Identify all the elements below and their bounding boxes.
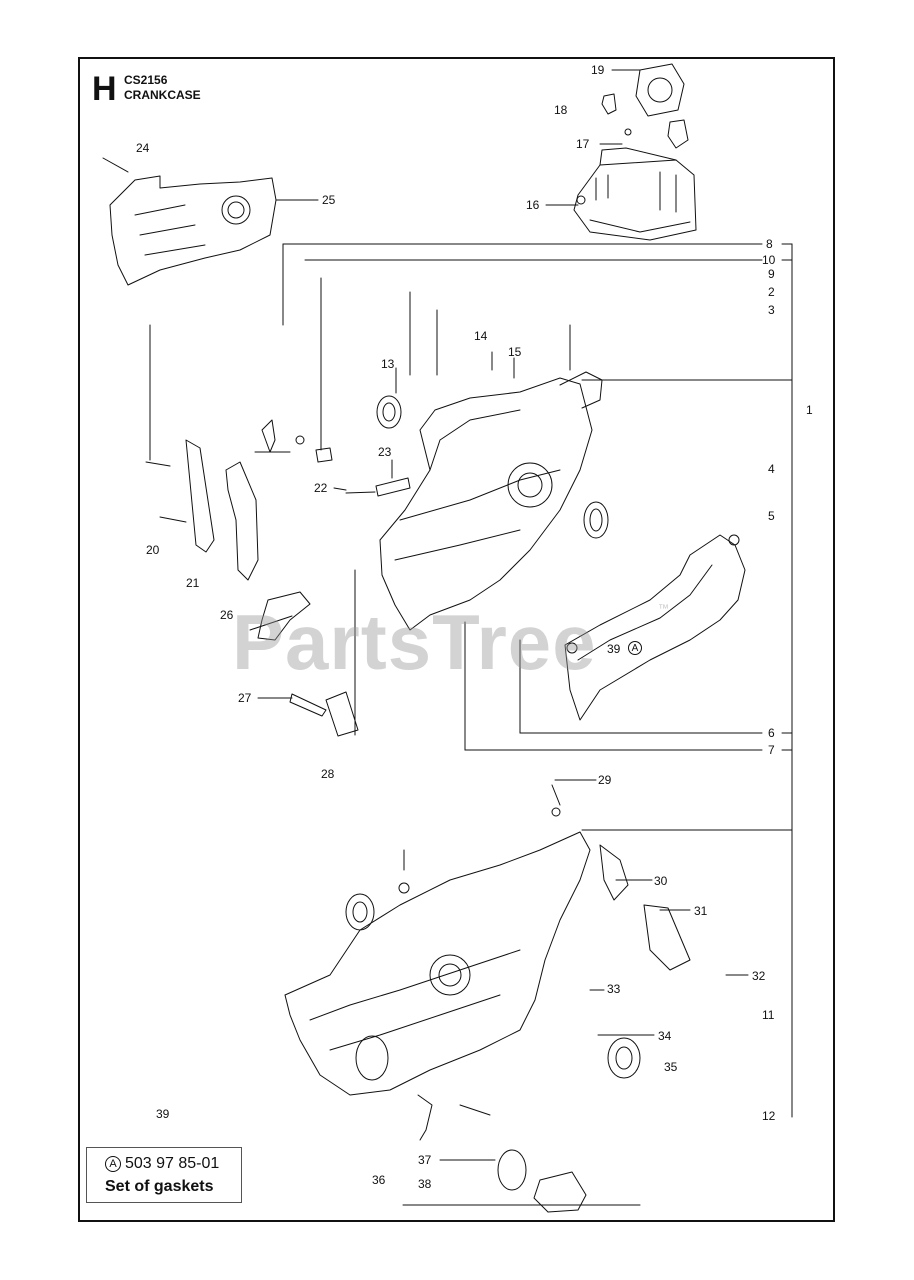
- part-label-8: 8: [766, 237, 773, 251]
- part-label-2: 2: [768, 285, 775, 299]
- leader-lines: [333, 351, 749, 1036]
- part-label-17: 17: [576, 137, 590, 151]
- part-label-30: 30: [654, 874, 668, 888]
- part-label-6: 6: [768, 726, 775, 740]
- gasket-drawing: [564, 534, 746, 721]
- part-label-29: 29: [598, 773, 612, 787]
- chain-guard-drawing: [102, 157, 319, 286]
- diagram-title: CRANKCASE: [124, 88, 201, 102]
- part-label-33: 33: [607, 982, 621, 996]
- part-label-20: 20: [146, 543, 160, 557]
- cylinder-mount-drawing: [545, 63, 697, 241]
- part-label-12: 12: [762, 1109, 776, 1123]
- part-label-4: 4: [768, 462, 775, 476]
- part-label-9: 9: [768, 267, 775, 281]
- part-label-7: 7: [768, 743, 775, 757]
- part-label-39-gasket: 39: [607, 642, 621, 656]
- gasket-kit-legend: A 503 97 85-01 Set of gaskets: [86, 1147, 242, 1203]
- part-label-38: 38: [418, 1177, 432, 1191]
- part-label-22: 22: [314, 481, 328, 495]
- kit-marker-icon: A: [105, 1156, 121, 1172]
- part-label-19: 19: [591, 63, 605, 77]
- upper-crankcase-drawing: [320, 277, 609, 631]
- part-label-35: 35: [664, 1060, 678, 1074]
- kit-part-number: 503 97 85-01: [125, 1155, 220, 1172]
- part-label-3: 3: [768, 303, 775, 317]
- part-label-23: 23: [378, 445, 392, 459]
- diagram-frame: [78, 57, 835, 1222]
- part-label-11: 11: [762, 1008, 775, 1022]
- part-label-32: 32: [752, 969, 766, 983]
- part-label-37: 37: [418, 1153, 432, 1167]
- part-label-36: 36: [372, 1173, 386, 1187]
- part-label-28: 28: [321, 767, 335, 781]
- part-label-21: 21: [186, 576, 200, 590]
- gasket-kit-marker: A: [628, 641, 642, 655]
- part-label-14: 14: [474, 329, 488, 343]
- part-label-26: 26: [220, 608, 234, 622]
- part-label-31: 31: [694, 904, 708, 918]
- part-label-27: 27: [238, 691, 252, 705]
- part-label-10: 10: [762, 253, 776, 267]
- part-label-15: 15: [508, 345, 522, 359]
- watermark-trademark: ™: [658, 603, 669, 615]
- model-number: CS2156: [124, 73, 168, 87]
- part-label-5: 5: [768, 509, 775, 523]
- part-label-16: 16: [526, 198, 540, 212]
- watermark: PartsTree: [232, 598, 597, 686]
- part-label-1: 1: [806, 403, 813, 417]
- part-label-25: 25: [322, 193, 336, 207]
- group-bracket: [282, 243, 793, 1118]
- lower-crankcase-drawing: [284, 784, 691, 1213]
- part-label-18: 18: [554, 103, 568, 117]
- part-label-13: 13: [381, 357, 395, 371]
- part-label-24: 24: [136, 141, 150, 155]
- section-letter: H: [92, 70, 117, 108]
- side-parts-drawing: [145, 324, 411, 737]
- part-label-39: 39: [156, 1107, 170, 1121]
- part-label-34: 34: [658, 1029, 672, 1043]
- kit-description: Set of gaskets: [105, 1178, 214, 1195]
